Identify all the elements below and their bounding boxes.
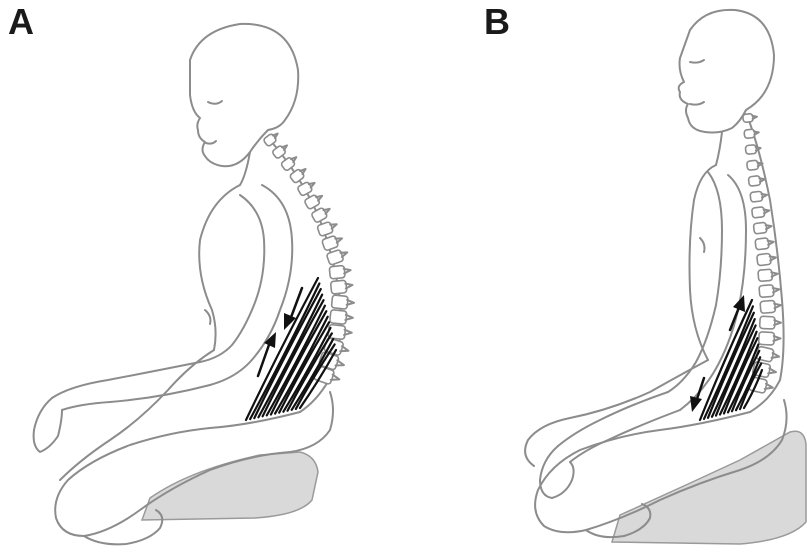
hand-b <box>540 446 574 498</box>
arrow-up-b <box>730 295 745 330</box>
vertebra <box>745 145 756 155</box>
vertebra <box>759 332 775 345</box>
head-outline-b <box>679 10 774 133</box>
belly-mark-b <box>700 238 705 252</box>
vertebra <box>759 285 774 298</box>
vertebra <box>743 113 754 122</box>
vertebra <box>752 207 765 218</box>
vertebra <box>330 310 347 325</box>
panel-label-b: B <box>484 4 510 40</box>
cushion-a <box>142 452 318 520</box>
vertebra <box>750 191 763 202</box>
spine-a <box>263 132 354 384</box>
panel-b <box>525 10 806 544</box>
neck-b <box>716 132 722 165</box>
vertebra <box>329 265 345 279</box>
vertebra <box>331 295 348 309</box>
vertebra <box>747 160 759 170</box>
hand-a <box>34 398 62 452</box>
forearm-outline-a <box>52 362 210 410</box>
belly-mark-a <box>205 310 210 324</box>
panel-label-a: A <box>8 4 34 40</box>
vertebra <box>748 176 760 187</box>
vertebra <box>744 129 755 138</box>
panel-a <box>34 24 355 544</box>
head-outline-a <box>190 24 298 166</box>
vertebra <box>753 222 767 234</box>
erector-muscle-b <box>700 300 762 420</box>
vertebra <box>760 316 776 329</box>
vertebra <box>760 300 775 313</box>
vertebra <box>758 269 773 281</box>
vertebra <box>755 238 769 250</box>
vertebra <box>330 280 346 294</box>
vertebra <box>757 253 772 265</box>
